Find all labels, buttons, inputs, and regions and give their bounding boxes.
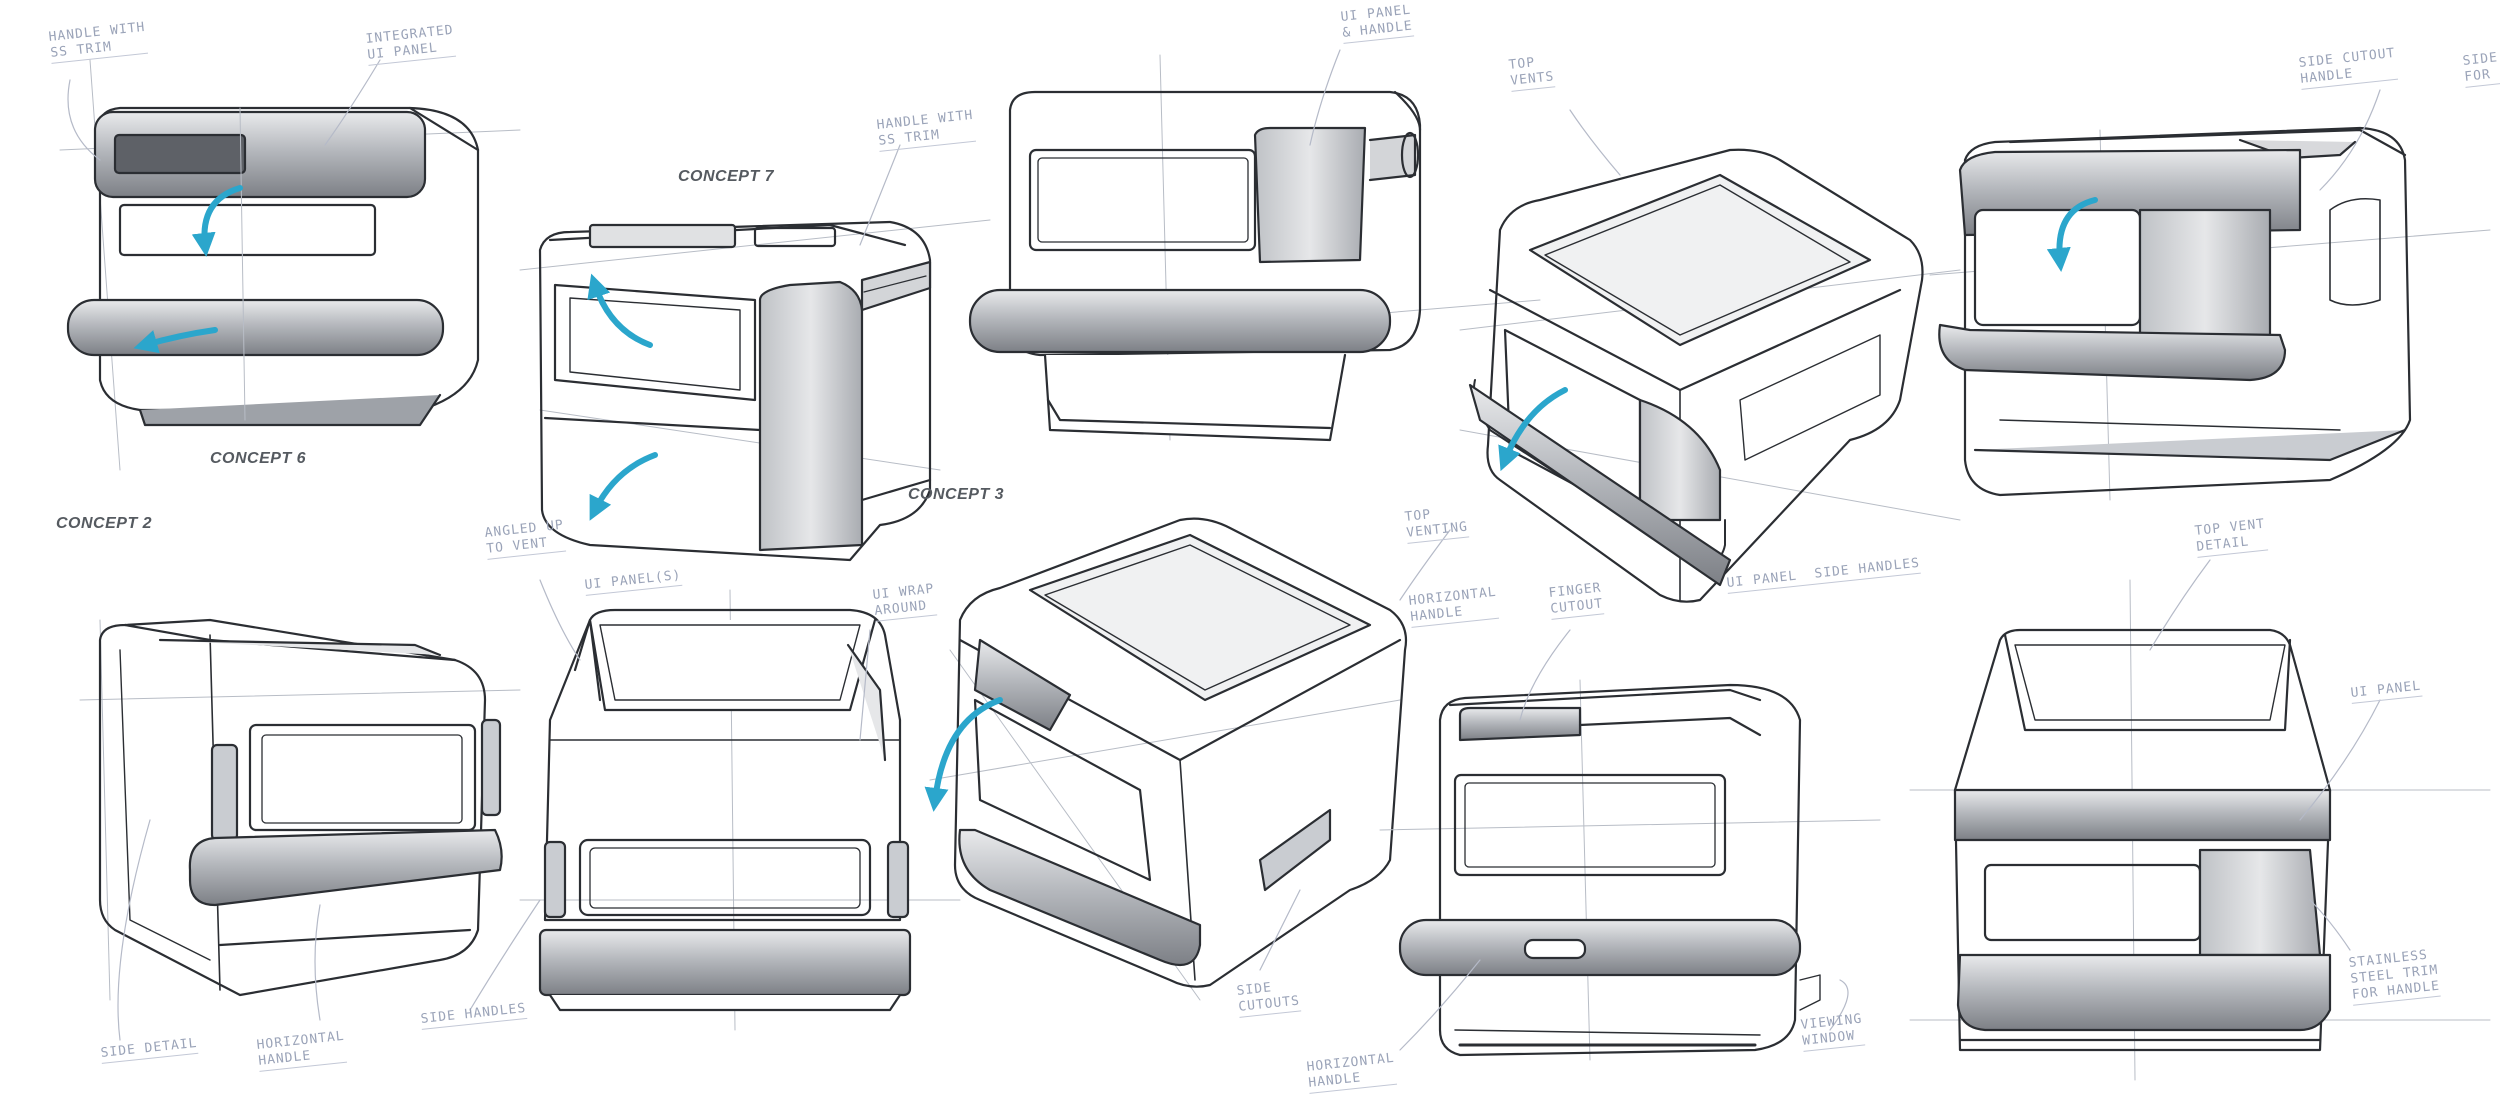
sketch-stainless-trim [1909,579,2491,1081]
note-side-cutouts: SIDE CUTOUTS [1236,977,1302,1018]
note-side-for: SIDE FOR [2462,50,2500,88]
sketch-ui-wrap-around [519,589,961,1031]
sketch-finger-cutout [1379,679,1881,1061]
concept-6-label: CONCEPT 6 [210,450,307,467]
concept-3-label: CONCEPT 3 [908,486,1005,503]
note-top-venting: TOP VENTING [1404,503,1470,544]
concept-2-label: CONCEPT 2 [56,515,153,532]
sketch-top-venting [929,517,1408,1001]
concept-7-label: CONCEPT 7 [678,168,775,185]
note-ui-wrap-around: UI WRAP AROUND [872,581,938,622]
note-finger-cutout: FINGER CUTOUT [1548,580,1605,620]
sketch-ui-panel-handle [968,54,1541,442]
sketch-side-detail [79,618,521,1001]
sketch-top-vents [1459,148,1961,603]
sketch-concept-6 [59,59,521,471]
note-viewing-window: VIEWING WINDOW [1800,1011,1866,1052]
motion-arrows [133,185,2098,812]
note-top-vents: TOP VENTS [1508,53,1556,92]
note-stainless-steel-trim: STAINLESS STEEL TRIM FOR HANDLE [2348,946,2442,1006]
sketch-concept-7 [519,219,991,562]
sketch-side-cutout-handle [1929,126,2491,501]
